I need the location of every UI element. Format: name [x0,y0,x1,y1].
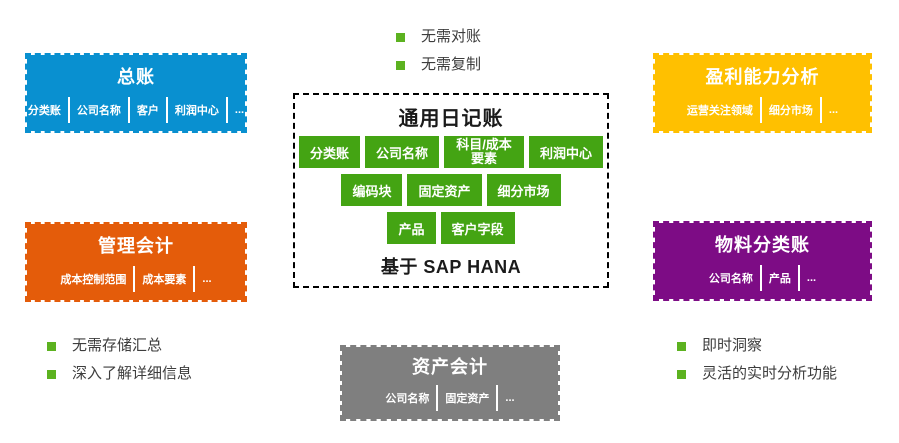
list-item: 无需存储汇总 [47,337,192,355]
bullet-square-icon [396,60,405,70]
module-fields: 公司名称 产品 ... [655,265,870,291]
field-label: 利润中心 [165,97,226,123]
bullet-list-bottom-left: 无需存储汇总 深入了解详细信息 [47,337,192,383]
field-label: ... [819,97,845,123]
module-management-accounting: 管理会计 成本控制范围 成本要素 ... [25,222,247,302]
module-fields: 运营关注领域 细分市场 ... [655,97,870,123]
field-label: 公司名称 [385,393,430,405]
list-item: 灵活的实时分析功能 [677,365,837,383]
module-fields: 公司名称 固定资产 ... [342,385,558,411]
bullet-text: 即时洞察 [702,337,763,354]
module-fields: 分类账 公司名称 客户 利润中心 ... [27,97,245,123]
journal-chip-row: 编码块 固定资产 细分市场 [295,174,607,206]
module-material-ledger: 物料分类账 公司名称 产品 ... [653,221,872,301]
bullet-text: 灵活的实时分析功能 [702,365,838,382]
module-title: 物料分类账 [715,235,810,255]
journal-chip: 客户字段 [440,212,515,244]
journal-chip-row: 产品 客户字段 [295,212,607,244]
journal-chip: 利润中心 [529,136,604,168]
module-title: 资产会计 [412,357,488,377]
bullet-list-top-center: 无需对账 无需复制 [396,28,481,74]
list-item: 无需复制 [396,56,481,74]
field-label: 公司名称 [708,273,753,285]
journal-title: 通用日记账 [398,108,504,130]
field-label: 客户 [127,97,166,123]
journal-chip: 细分市场 [486,174,561,206]
bullet-square-icon [677,369,686,379]
module-title: 管理会计 [98,236,174,256]
bullet-square-icon [47,369,56,379]
field-label: 固定资产 [436,385,496,411]
bullet-square-icon [677,341,686,351]
universal-journal-box: 通用日记账 分类账 公司名称 科目/成本要素 利润中心 编码块 固定资产 细分市… [293,93,609,288]
field-label: 运营关注领域 [686,105,753,117]
field-label: 细分市场 [759,97,820,123]
field-label: ... [193,266,218,292]
module-asset-accounting: 资产会计 公司名称 固定资产 ... [340,345,560,421]
field-label: 成本要素 [133,266,193,292]
list-item: 无需对账 [396,28,481,46]
journal-chip-row: 分类账 公司名称 科目/成本要素 利润中心 [295,136,607,168]
bullet-square-icon [47,341,56,351]
bullet-list-bottom-right: 即时洞察 灵活的实时分析功能 [677,337,837,383]
module-title: 总账 [117,67,155,87]
field-label: 成本控制范围 [60,274,127,286]
field-label: 分类账 [27,105,61,117]
journal-footer: 基于 SAP HANA [380,257,522,277]
module-profitability-analysis: 盈利能力分析 运营关注领域 细分市场 ... [653,53,872,133]
field-label: ... [797,265,823,291]
list-item: 即时洞察 [677,337,837,355]
module-fields: 成本控制范围 成本要素 ... [27,266,245,292]
field-label: 公司名称 [67,97,128,123]
list-item: 深入了解详细信息 [47,365,192,383]
journal-chip: 编码块 [341,174,403,206]
field-label: 产品 [759,265,798,291]
bullet-text: 无需存储汇总 [72,337,163,354]
journal-chip: 科目/成本要素 [444,136,524,168]
bullet-text: 无需对账 [421,28,482,45]
journal-chip: 产品 [387,212,436,244]
bullet-text: 深入了解详细信息 [72,365,193,382]
journal-chip: 分类账 [298,136,360,168]
journal-chip: 公司名称 [364,136,439,168]
module-title: 盈利能力分析 [705,67,820,87]
bullet-text: 无需复制 [421,56,482,73]
module-general-ledger: 总账 分类账 公司名称 客户 利润中心 ... [25,53,247,133]
bullet-square-icon [396,32,405,42]
field-label: ... [496,385,521,411]
journal-chip: 固定资产 [407,174,482,206]
field-label: ... [225,97,251,123]
